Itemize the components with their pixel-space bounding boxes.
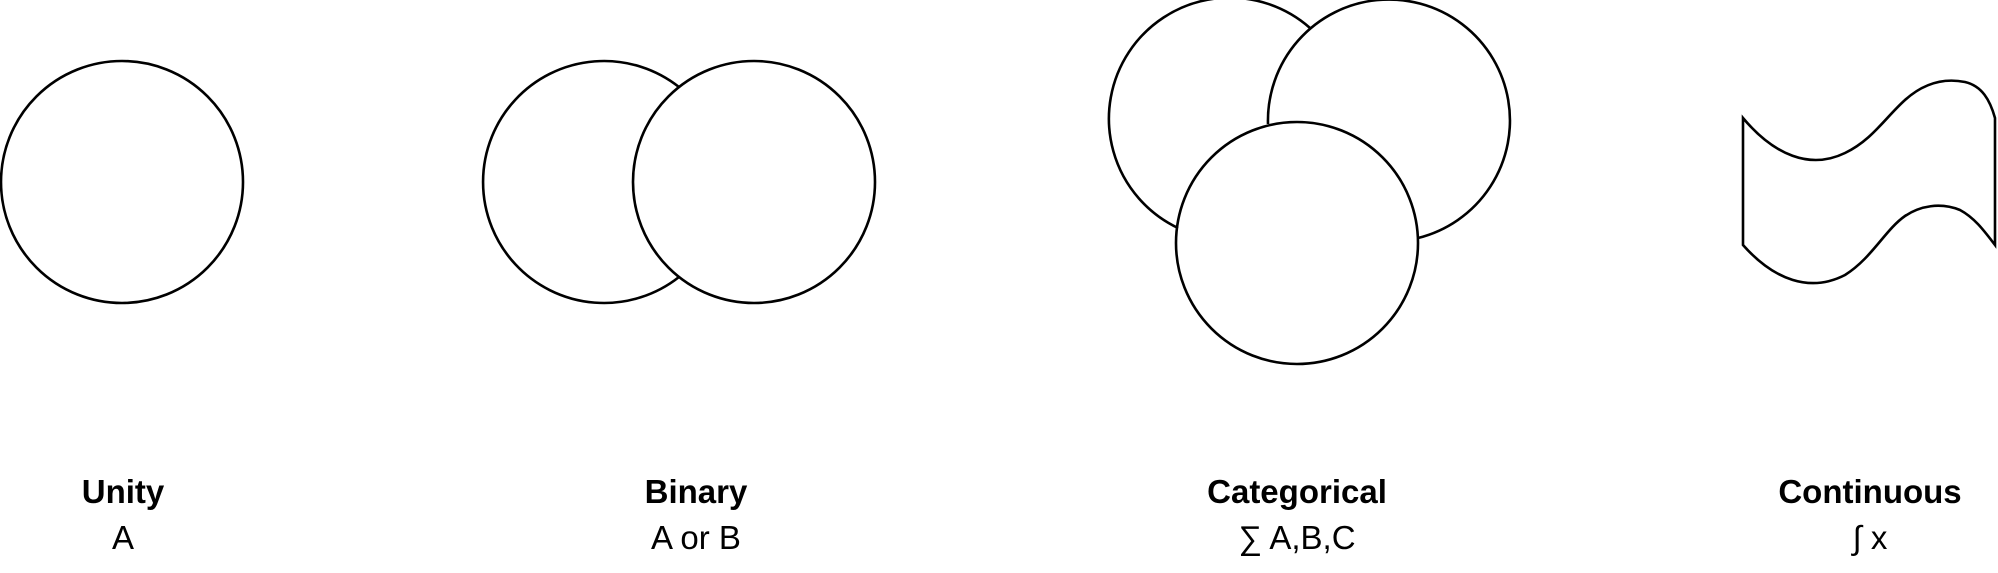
unity-circle [0, 59, 245, 305]
categorical-name: Categorical [1207, 473, 1387, 510]
continuous-label: Continuous ∫ x [1778, 469, 1961, 561]
continuous-formula: ∫ x [1852, 519, 1888, 556]
categorical-circle-c [1174, 120, 1420, 366]
unity-label: Unity A [82, 469, 165, 561]
unity-formula: A [111, 519, 134, 556]
unity-name: Unity [81, 473, 165, 510]
continuous-band [1741, 79, 1997, 285]
binary-name: Binary [644, 473, 748, 510]
categorical-circle-a [1107, 0, 1311, 230]
categorical-label: Categorical ∑ A,B,C [1207, 469, 1387, 561]
continuous-name: Continuous [1778, 473, 1962, 510]
unity-shape [0, 59, 245, 305]
binary-formula: A or B [651, 519, 741, 556]
categorical-shape [1107, 0, 1512, 366]
binary-circle-a [481, 59, 680, 305]
binary-label: Binary A or B [645, 469, 748, 561]
continuous-shape [1741, 79, 1997, 285]
binary-circle-b [631, 59, 877, 305]
categorical-formula: ∑ A,B,C [1238, 519, 1356, 556]
categorical-circle-b [1266, 0, 1512, 240]
binary-shape [481, 59, 877, 305]
